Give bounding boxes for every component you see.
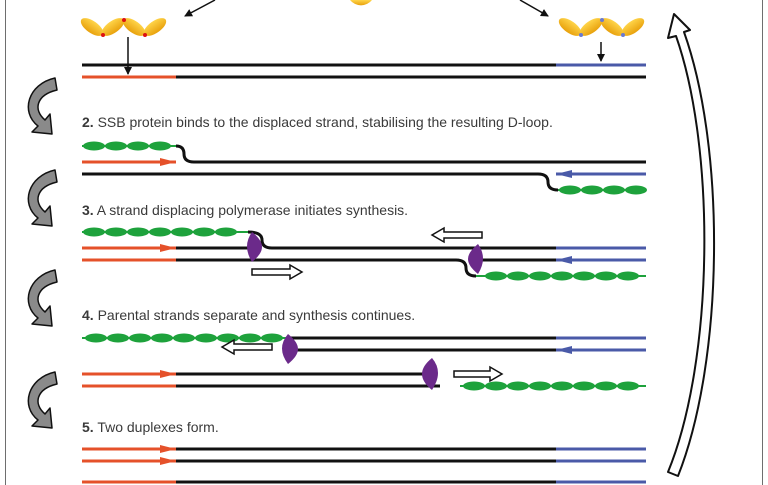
- polymerase-icon: [468, 244, 483, 274]
- synthesis-direction-arrow-icon: [430, 226, 483, 244]
- curved-gray-arrow-icon: [27, 269, 58, 327]
- step-description: SSB protein binds to the displaced stran…: [94, 114, 553, 130]
- synthesis-direction-arrow-icon: [251, 263, 304, 281]
- step-number: 5.: [82, 419, 94, 435]
- curved-gray-arrow-icon: [27, 169, 58, 227]
- step-description: Parental strands separate and synthesis …: [94, 307, 415, 323]
- recombinase-icon: [350, 0, 372, 6]
- dna-duplex: [82, 63, 646, 79]
- step-3-synthesis-start: [82, 226, 646, 281]
- ssb-protein-chain: [558, 185, 647, 195]
- ssb-protein-chain: [460, 381, 646, 391]
- step-4-label: 4. Parental strands separate and synthes…: [82, 307, 415, 323]
- ssb-protein-chain: [82, 141, 176, 151]
- ssb-protein-chain: [476, 271, 646, 281]
- large-curved-return-arrow-icon: [667, 13, 715, 477]
- polymerase-icon: [422, 358, 438, 390]
- step-4-strand-separation: [82, 333, 646, 391]
- polymerase-icon: [282, 334, 298, 364]
- step-2-label: 2. SSB protein binds to the displaced st…: [82, 114, 553, 130]
- ssb-protein-chain: [82, 227, 250, 237]
- ssb-protein-chain: [82, 333, 286, 343]
- synthesis-direction-arrow-icon: [220, 338, 273, 356]
- step-number: 2.: [82, 114, 94, 130]
- pointer-arrow-icon: [519, 0, 549, 17]
- pointer-arrow-icon: [184, 0, 216, 17]
- step-1-recombinase-binding: [80, 0, 646, 79]
- synthesis-direction-arrow-icon: [453, 365, 504, 383]
- curved-gray-arrow-icon: [27, 77, 58, 135]
- recombinase-icon: [558, 18, 645, 37]
- recombinase-icon: [80, 18, 167, 37]
- curved-gray-arrow-icon: [27, 371, 58, 429]
- step-5-two-duplexes: [82, 445, 646, 484]
- step-number: 4.: [82, 307, 94, 323]
- step-description: A strand displacing polymerase initiates…: [94, 202, 408, 218]
- step-5-label: 5. Two duplexes form.: [82, 419, 219, 435]
- step-2-d-loop: [82, 141, 647, 195]
- step-description: Two duplexes form.: [94, 419, 219, 435]
- step-3-label: 3. A strand displacing polymerase initia…: [82, 202, 408, 218]
- polymerase-icon: [247, 232, 262, 262]
- step-number: 3.: [82, 202, 94, 218]
